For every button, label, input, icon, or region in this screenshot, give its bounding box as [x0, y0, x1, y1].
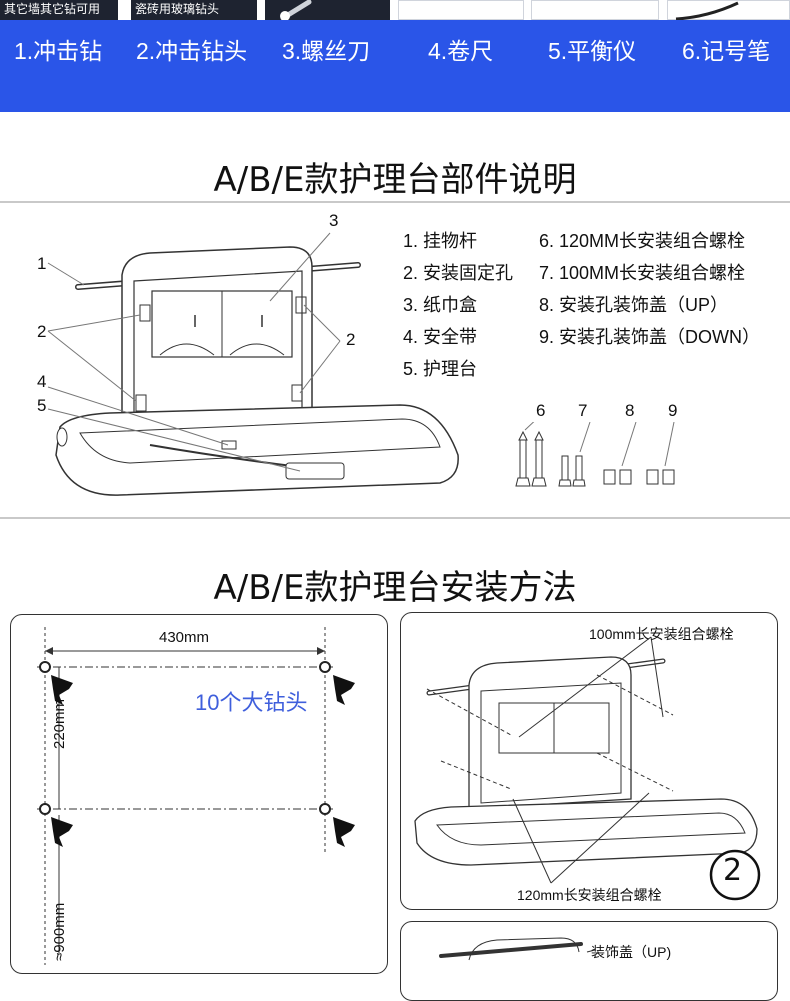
thumbnail-level	[531, 0, 659, 20]
part-item: 4. 安全带	[403, 327, 478, 347]
floor-height-dimension: ≈900mm	[51, 902, 68, 961]
install-step1-panel: 430mm 220mm ≈900mm 10个大钻头	[10, 614, 388, 974]
part-item: 8. 安装孔装饰盖（UP）	[539, 295, 729, 315]
thumbnail-tile-drill-note: 瓷砖用玻璃钻头	[131, 0, 257, 20]
step-number-badge: 2	[723, 853, 743, 888]
parts-bottom-divider	[0, 517, 790, 519]
tool-label-tape: 4.卷尺	[428, 38, 494, 64]
callout-2-right: 2	[346, 330, 356, 349]
callout-1: 1	[37, 254, 47, 273]
changing-table-diagram	[47, 232, 459, 496]
part-item: 3. 纸巾盒	[403, 295, 478, 315]
cap-down-icon	[646, 469, 659, 485]
drill-bit-icon	[51, 675, 355, 847]
thumbnail-drill-note: 其它墙其它钻可用	[0, 0, 118, 20]
part-item: 7. 100MM长安装组合螺栓	[539, 263, 746, 283]
parts-top-divider	[0, 201, 790, 203]
tool-label-marker: 6.记号笔	[682, 38, 771, 64]
parts-list-col2: 6. 120MM长安装组合螺栓 7. 100MM长安装组合螺栓 8. 安装孔装饰…	[539, 225, 760, 353]
hardware-label-6: 6	[536, 401, 546, 420]
top-thumbnail-strip: 其它墙其它钻可用 瓷砖用玻璃钻头	[0, 0, 790, 21]
cover-up-label: 装饰盖（UP)	[591, 944, 672, 960]
bolt-100mm-label: 100mm长安装组合螺栓	[589, 626, 734, 642]
thumbnail-marker	[667, 0, 790, 21]
bolt-icon	[515, 430, 547, 487]
thumbnail-tape-measure	[398, 0, 524, 20]
hardware-parts-drawing	[515, 422, 675, 487]
tool-label-drill: 1.冲击钻	[14, 38, 103, 64]
drill-layout-diagram	[37, 627, 355, 965]
height-dimension: 220mm	[51, 698, 68, 749]
part-item: 9. 安装孔装饰盖（DOWN）	[539, 327, 761, 347]
part-item: 5. 护理台	[403, 359, 478, 379]
part-item: 6. 120MM长安装组合螺栓	[539, 231, 746, 251]
install-step3-panel: 装饰盖（UP)	[400, 921, 778, 1001]
drill-bit-note: 10个大钻头	[195, 690, 308, 715]
hardware-label-8: 8	[625, 401, 635, 420]
hardware-label-7: 7	[578, 401, 588, 420]
parts-section-title: A/B/E款护理台部件说明	[213, 160, 577, 200]
parts-list-col1: 1. 挂物杆 2. 安装固定孔 3. 纸巾盒 4. 安全带 5. 护理台	[403, 225, 513, 385]
cover-install-diagram	[439, 937, 596, 961]
bolt-120mm-label: 120mm长安装组合螺栓	[517, 887, 662, 903]
width-dimension: 430mm	[159, 629, 210, 646]
callout-4: 4	[37, 372, 47, 391]
screwdriver-icon	[280, 0, 312, 21]
callout-2-left: 2	[37, 322, 47, 341]
marker-icon	[675, 1, 739, 21]
cap-up-icon	[619, 469, 632, 485]
tool-label-screwdriver: 3.螺丝刀	[282, 38, 371, 64]
tools-band: 1.冲击钻 2.冲击钻头 3.螺丝刀 4.卷尺 5.平衡仪 6.记号笔	[0, 20, 790, 112]
callout-3: 3	[329, 211, 339, 230]
tool-label-level: 5.平衡仪	[548, 38, 637, 64]
part-item: 1. 挂物杆	[403, 231, 478, 251]
part-item: 2. 安装固定孔	[403, 263, 514, 283]
callout-5: 5	[37, 396, 47, 415]
thumbnail-screwdriver	[265, 0, 390, 21]
install-section-title: A/B/E款护理台安装方法	[213, 568, 577, 608]
hardware-label-9: 9	[668, 401, 678, 420]
tool-label-drill-bit: 2.冲击钻头	[136, 38, 248, 64]
bolt-install-diagram	[414, 636, 761, 901]
cap-up-icon	[603, 469, 616, 485]
install-step2-panel: 100mm长安装组合螺栓 120mm长安装组合螺栓 2	[400, 612, 778, 910]
short-bolt-icon	[558, 455, 586, 487]
cap-down-icon	[662, 469, 675, 485]
